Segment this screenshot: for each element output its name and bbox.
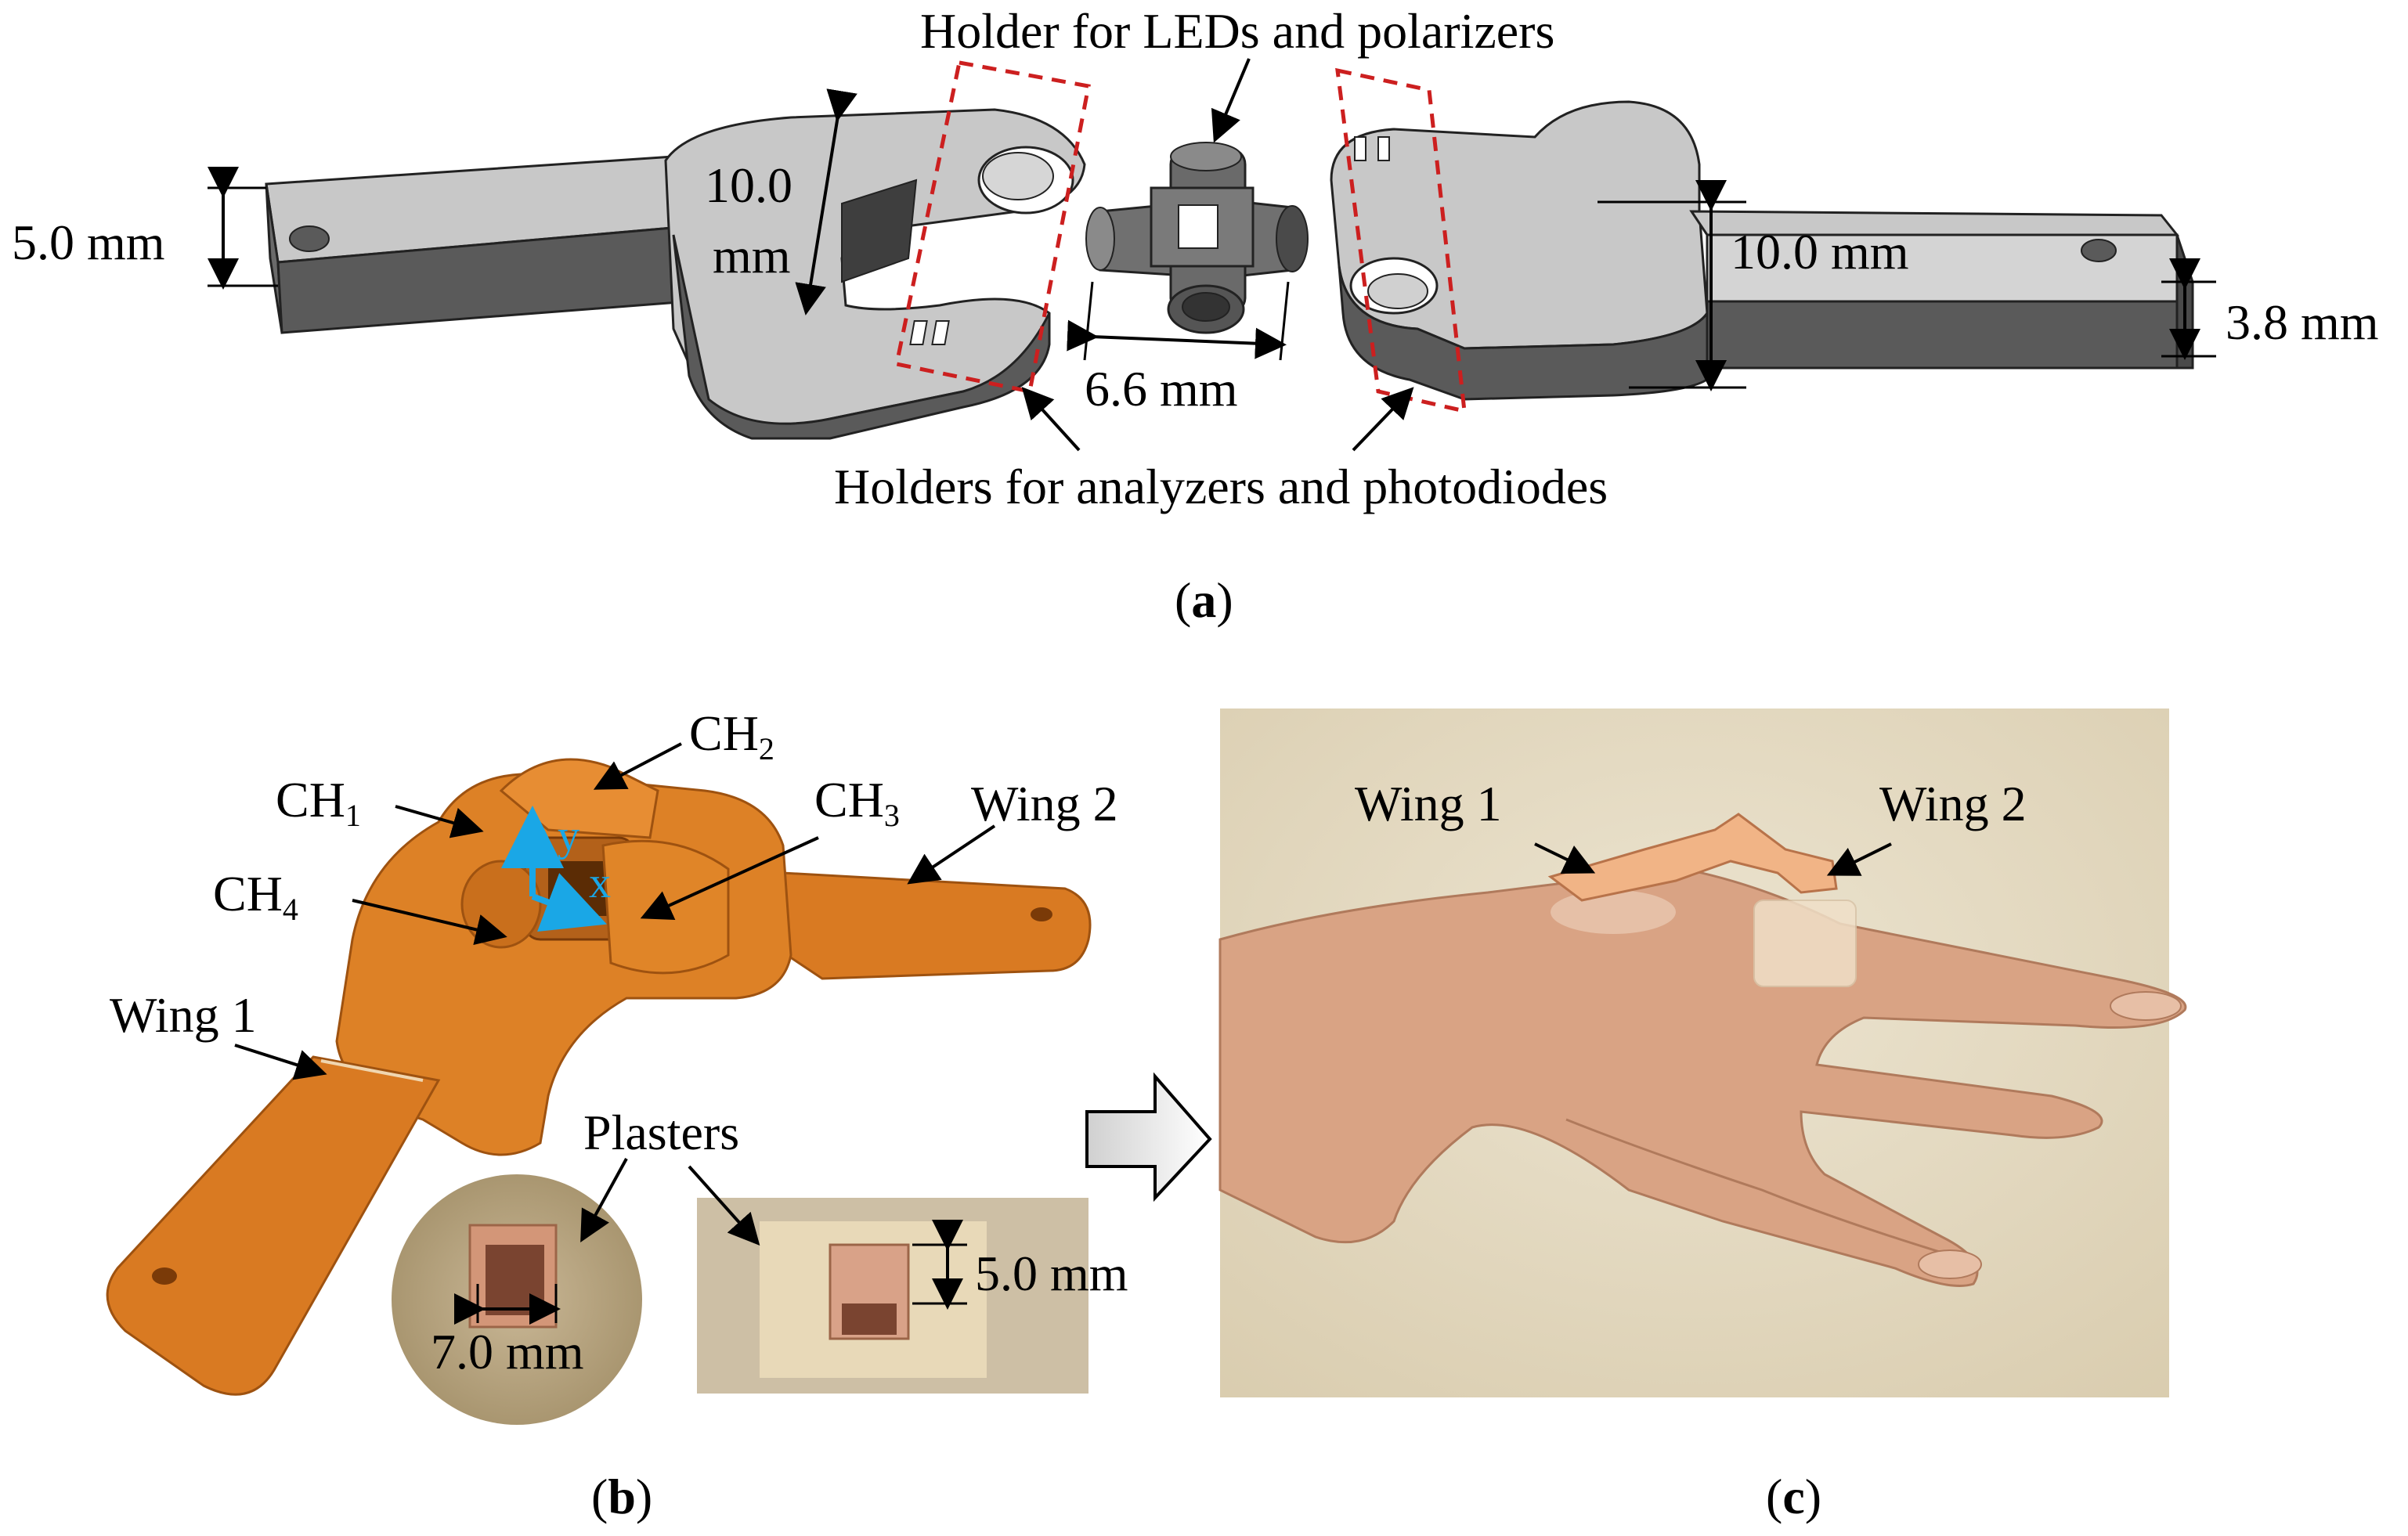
label-axis-x: x bbox=[589, 859, 611, 907]
red-dashed-box-right bbox=[1335, 67, 1467, 414]
label-dim-10mm-line2: mm bbox=[713, 228, 791, 283]
dim-arrow-10mm-left bbox=[795, 88, 857, 315]
label-dim-10mm-right: 10.0 mm bbox=[1731, 224, 1909, 279]
callout-arrow-analyzer-left bbox=[1021, 387, 1081, 452]
label-axis-y: y bbox=[558, 812, 579, 860]
caption-c: (c) bbox=[1766, 1469, 1822, 1524]
label-dim-10mm-line1: 10.0 bbox=[705, 157, 792, 213]
cad-left-wing bbox=[265, 108, 1086, 440]
label-wing2-b: Wing 2 bbox=[971, 776, 1118, 831]
label-holder-leds: Holder for LEDs and polarizers bbox=[920, 3, 1555, 59]
label-dim-3-8mm: 3.8 mm bbox=[2226, 294, 2379, 350]
label-ch3: CH3 bbox=[814, 772, 900, 833]
dim-arrow-6-6mm bbox=[1067, 319, 1287, 359]
caption-b: (b) bbox=[591, 1469, 653, 1524]
callout-arrow-led-holder bbox=[1211, 58, 1251, 143]
label-dim-7mm: 7.0 mm bbox=[431, 1324, 584, 1379]
label-ch2: CH2 bbox=[689, 705, 774, 766]
caption-a: (a) bbox=[1175, 572, 1233, 628]
axis-x-arrow bbox=[531, 873, 607, 932]
transition-arrow bbox=[1085, 1072, 1212, 1202]
label-wing2-c: Wing 2 bbox=[1879, 776, 2027, 831]
label-ch4: CH4 bbox=[213, 866, 298, 927]
panel-b-photo bbox=[106, 742, 1092, 1425]
label-wing1-b: Wing 1 bbox=[110, 987, 257, 1043]
label-ch1: CH1 bbox=[276, 772, 361, 833]
cad-right-wing bbox=[1330, 100, 2194, 401]
panel-a-cad bbox=[208, 58, 2216, 452]
callout-arrow-analyzer-right bbox=[1352, 387, 1414, 452]
label-dim-5mm: 5.0 mm bbox=[12, 215, 165, 270]
label-holders-analyzers: Holders for analyzers and photodiodes bbox=[834, 459, 1608, 514]
label-dim-6-6mm: 6.6 mm bbox=[1085, 361, 1238, 416]
label-wing1-c: Wing 1 bbox=[1355, 776, 1502, 831]
label-dim-5mm-b: 5.0 mm bbox=[975, 1246, 1128, 1301]
plaster-circle-photo bbox=[392, 1174, 642, 1425]
label-plasters: Plasters bbox=[583, 1105, 740, 1160]
plaster-rect-photo bbox=[697, 1198, 1088, 1394]
panel-c-photo bbox=[1218, 709, 2187, 1397]
cad-center-holder bbox=[1085, 142, 1309, 334]
